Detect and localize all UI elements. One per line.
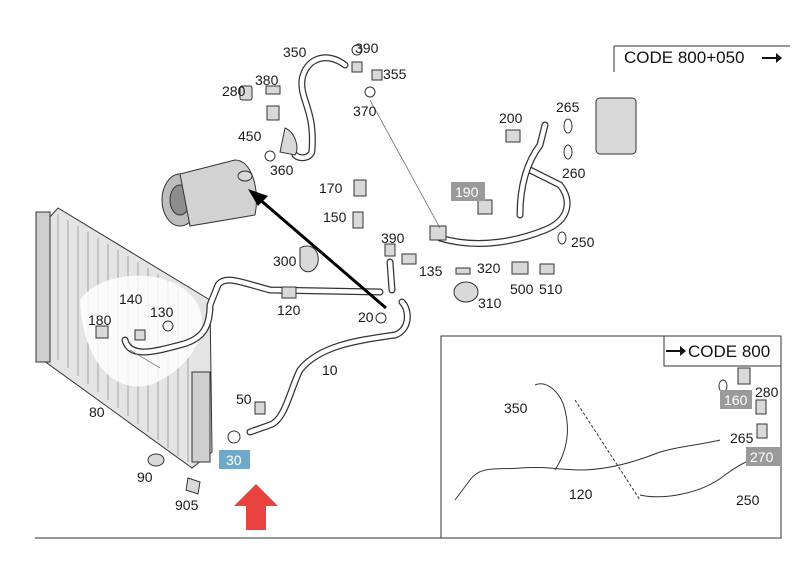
arrow-right-icon xyxy=(666,346,686,356)
part-label-450: 450 xyxy=(238,128,262,144)
part-label-510: 510 xyxy=(539,281,563,297)
part-label-190: 190 xyxy=(455,184,479,200)
part-label-350: 350 xyxy=(283,44,307,60)
inset-label-280: 280 xyxy=(755,384,779,400)
inset-label-265: 265 xyxy=(730,430,754,446)
part-label-260: 260 xyxy=(562,165,586,181)
part-label-30: 30 xyxy=(226,452,242,468)
part-label-130: 130 xyxy=(150,304,174,320)
part-label-265: 265 xyxy=(556,99,580,115)
code-main-label: CODE 800+050 xyxy=(624,48,745,67)
part-label-370: 370 xyxy=(353,103,377,119)
part-label-80: 80 xyxy=(89,404,105,420)
part-labels: 350 390 380 355 280 370 450 360 170 150 … xyxy=(88,40,595,513)
highlight-30 xyxy=(219,450,250,469)
inset-label-250: 250 xyxy=(736,492,760,508)
part-label-320: 320 xyxy=(477,260,501,276)
part-label-390-mid: 390 xyxy=(381,230,405,246)
code-header-main: CODE 800+050 xyxy=(613,45,790,72)
inset-panel: CODE 800 xyxy=(440,335,782,539)
part-label-180: 180 xyxy=(88,312,112,328)
part-label-250: 250 xyxy=(571,234,595,250)
part-label-120: 120 xyxy=(277,302,301,318)
inset-label-350: 350 xyxy=(504,400,528,416)
code-inset-label: CODE 800 xyxy=(688,342,770,361)
part-label-905: 905 xyxy=(175,497,199,513)
part-label-135: 135 xyxy=(419,263,443,279)
refrigerant-hoses xyxy=(121,54,571,436)
highlight-190 xyxy=(451,182,485,201)
arrow-up-icon xyxy=(234,484,278,530)
compressor xyxy=(161,159,257,227)
part-label-380: 380 xyxy=(255,72,279,88)
part-label-50: 50 xyxy=(236,391,252,407)
part-label-20: 20 xyxy=(358,309,374,325)
leader-lines xyxy=(129,99,441,369)
arrow-right-icon xyxy=(762,53,782,63)
inset-label-270: 270 xyxy=(750,449,774,465)
part-label-200: 200 xyxy=(499,110,523,126)
part-label-150: 150 xyxy=(323,209,347,225)
part-label-300: 300 xyxy=(273,253,297,269)
highlight-160 xyxy=(720,390,752,409)
part-label-500: 500 xyxy=(510,281,534,297)
part-label-10: 10 xyxy=(322,362,338,378)
part-label-310: 310 xyxy=(478,295,502,311)
part-label-280: 280 xyxy=(222,83,246,99)
flow-arrow xyxy=(248,189,387,310)
inset-label-160: 160 xyxy=(724,392,748,408)
part-label-140: 140 xyxy=(119,291,143,307)
inset-part-labels: 350 120 250 280 160 265 270 xyxy=(504,384,779,508)
part-label-170: 170 xyxy=(319,180,343,196)
part-label-390-top: 390 xyxy=(355,40,379,56)
part-label-360: 360 xyxy=(270,162,294,178)
part-label-90: 90 xyxy=(137,469,153,485)
small-parts xyxy=(95,44,637,495)
inset-label-120: 120 xyxy=(569,486,593,502)
highlight-270 xyxy=(746,447,780,466)
part-label-355: 355 xyxy=(383,66,407,82)
